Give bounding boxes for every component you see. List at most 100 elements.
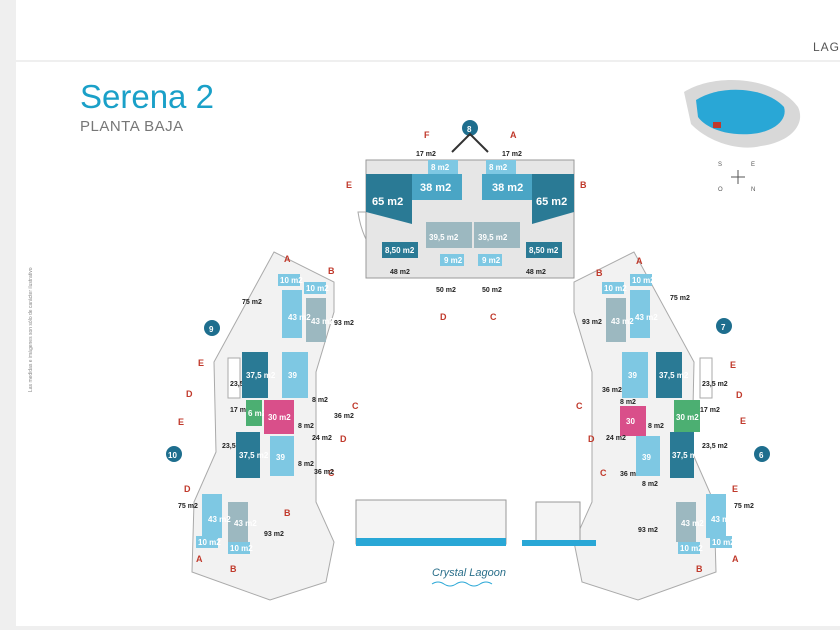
building-elevation xyxy=(355,499,596,546)
svg-text:B: B xyxy=(284,508,291,518)
svg-text:E: E xyxy=(178,417,184,427)
svg-text:A: A xyxy=(636,256,643,266)
block-6-marker xyxy=(754,446,770,462)
svg-text:B: B xyxy=(696,564,703,574)
svg-text:24 m2: 24 m2 xyxy=(312,435,332,442)
svg-text:9 m2: 9 m2 xyxy=(444,256,463,265)
svg-text:10 m2: 10 m2 xyxy=(680,544,703,553)
svg-text:37,5 m2: 37,5 m2 xyxy=(672,451,702,460)
svg-text:A: A xyxy=(196,554,203,564)
svg-text:8 m2: 8 m2 xyxy=(648,423,664,430)
svg-text:C: C xyxy=(352,401,359,411)
svg-text:8 m2: 8 m2 xyxy=(298,461,314,468)
svg-text:93 m2: 93 m2 xyxy=(582,319,602,326)
svg-text:8 m2: 8 m2 xyxy=(431,163,450,172)
svg-text:F: F xyxy=(424,130,430,140)
svg-text:50 m2: 50 m2 xyxy=(436,287,456,294)
svg-text:39: 39 xyxy=(628,371,637,380)
svg-text:D: D xyxy=(184,484,191,494)
svg-text:38 m2: 38 m2 xyxy=(492,182,523,194)
svg-text:Crystal Lagoon: Crystal Lagoon xyxy=(432,567,506,579)
svg-text:8 m2: 8 m2 xyxy=(620,399,636,406)
compass-icon: S E O N xyxy=(718,162,755,193)
svg-text:A: A xyxy=(284,254,291,264)
svg-text:38 m2: 38 m2 xyxy=(420,182,451,194)
breadcrumb: LAG xyxy=(812,40,840,54)
svg-text:8 m2: 8 m2 xyxy=(489,163,508,172)
svg-text:9 m2: 9 m2 xyxy=(482,256,501,265)
svg-text:10 m2: 10 m2 xyxy=(280,276,303,285)
svg-text:10: 10 xyxy=(168,451,177,460)
svg-text:37,5 m2: 37,5 m2 xyxy=(246,371,276,380)
svg-text:23,5 m2: 23,5 m2 xyxy=(702,381,728,388)
svg-text:48 m2: 48 m2 xyxy=(526,269,546,276)
plan-subtitle: PLANTA BAJA xyxy=(80,118,184,135)
svg-text:8: 8 xyxy=(467,125,472,134)
svg-text:B: B xyxy=(328,266,335,276)
svg-text:8,50 m2: 8,50 m2 xyxy=(385,246,415,255)
svg-text:50 m2: 50 m2 xyxy=(482,287,502,294)
block-9-marker xyxy=(204,320,220,336)
svg-text:D: D xyxy=(736,390,743,400)
svg-text:37,5 m2: 37,5 m2 xyxy=(659,371,689,380)
svg-text:B: B xyxy=(596,268,603,278)
svg-text:7: 7 xyxy=(721,323,726,332)
svg-text:65 m2: 65 m2 xyxy=(536,196,567,208)
svg-text:A: A xyxy=(732,554,739,564)
svg-text:8 m2: 8 m2 xyxy=(642,481,658,488)
svg-text:10 m2: 10 m2 xyxy=(230,544,253,553)
svg-text:10 m2: 10 m2 xyxy=(712,538,735,547)
svg-text:A: A xyxy=(510,130,517,140)
svg-text:17 m2: 17 m2 xyxy=(416,151,436,158)
svg-text:E: E xyxy=(198,358,204,368)
block-8-marker xyxy=(462,120,478,136)
svg-text:43 m2: 43 m2 xyxy=(311,317,334,326)
svg-text:43 m2: 43 m2 xyxy=(288,313,311,322)
svg-text:37,5 m2: 37,5 m2 xyxy=(239,451,269,460)
east-block: 7 6 B A E D C E D C E B A 10 m2 10 m2 43… xyxy=(573,251,770,601)
block-7-marker xyxy=(716,318,732,334)
svg-text:43 m2: 43 m2 xyxy=(234,519,257,528)
svg-text:30 m2: 30 m2 xyxy=(676,413,699,422)
svg-text:17 m2: 17 m2 xyxy=(230,407,250,414)
svg-text:36 m2: 36 m2 xyxy=(314,469,334,476)
svg-text:17 m2: 17 m2 xyxy=(700,407,720,414)
svg-text:B: B xyxy=(580,180,587,190)
svg-text:8 m2: 8 m2 xyxy=(312,397,328,404)
svg-text:75 m2: 75 m2 xyxy=(734,503,754,510)
svg-text:E: E xyxy=(730,360,736,370)
svg-text:24 m2: 24 m2 xyxy=(606,435,626,442)
svg-text:93 m2: 93 m2 xyxy=(264,531,284,538)
svg-text:75 m2: 75 m2 xyxy=(242,299,262,306)
svg-text:9: 9 xyxy=(209,325,214,334)
svg-text:D: D xyxy=(186,389,193,399)
svg-text:17 m2: 17 m2 xyxy=(502,151,522,158)
svg-text:23,5 m2: 23,5 m2 xyxy=(702,443,728,450)
svg-text:75 m2: 75 m2 xyxy=(178,503,198,510)
svg-text:23,5 m2: 23,5 m2 xyxy=(222,443,248,450)
svg-text:43 m2: 43 m2 xyxy=(711,515,734,524)
plan-title: Serena 2 xyxy=(80,78,214,115)
svg-text:30 m2: 30 m2 xyxy=(268,413,291,422)
compass-e: E xyxy=(751,162,755,168)
svg-text:43 m2: 43 m2 xyxy=(611,317,634,326)
svg-text:10 m2: 10 m2 xyxy=(632,276,655,285)
svg-text:B: B xyxy=(230,564,237,574)
svg-text:D: D xyxy=(340,434,347,444)
north-block: 8 F A E B D C 17 m2 17 m2 8 m2 8 m2 38 m… xyxy=(346,120,587,322)
svg-text:36 m2: 36 m2 xyxy=(334,413,354,420)
svg-text:36 m2: 36 m2 xyxy=(602,387,622,394)
svg-text:65 m2: 65 m2 xyxy=(372,196,403,208)
svg-text:43 m2: 43 m2 xyxy=(635,313,658,322)
compass-s: S xyxy=(718,162,722,168)
svg-text:93 m2: 93 m2 xyxy=(334,320,354,327)
top-bar: LAG xyxy=(16,0,840,60)
block-10-marker xyxy=(166,446,182,462)
svg-text:6: 6 xyxy=(759,451,764,460)
svg-text:10 m2: 10 m2 xyxy=(604,284,627,293)
west-block: 9 10 A B E D E D C D C B A B 75 m2 10 m2… xyxy=(166,251,359,601)
svg-text:8 m2: 8 m2 xyxy=(298,423,314,430)
svg-text:39: 39 xyxy=(288,371,297,380)
svg-text:6 m2: 6 m2 xyxy=(248,409,267,418)
svg-text:48 m2: 48 m2 xyxy=(390,269,410,276)
